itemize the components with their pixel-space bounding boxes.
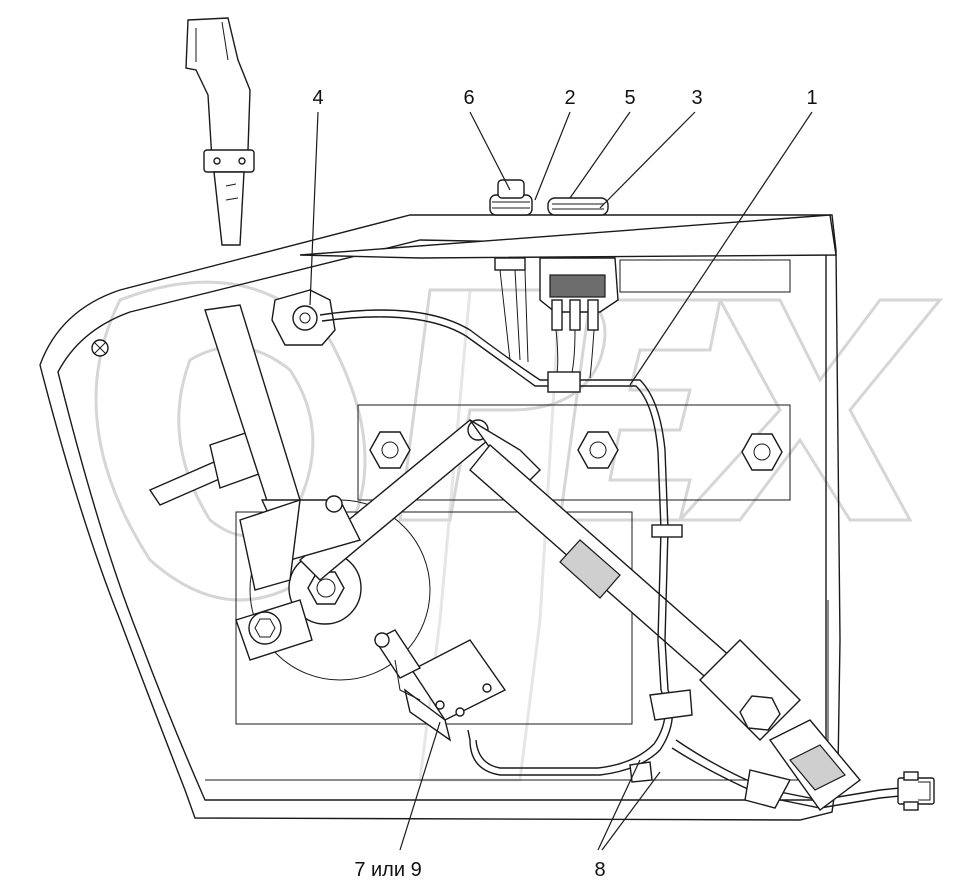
rotary-mechanism [148,304,741,692]
callout-3: 3 [691,87,702,109]
micro-switch [373,629,507,742]
callout-labels: 1 2 3 4 5 6 7 или 9 8 [312,87,817,881]
mounting-plates [235,404,791,725]
top-switches [489,179,619,331]
nut-left [369,431,411,469]
callout-2: 2 [564,87,575,109]
hand-lever [185,17,255,246]
callout-1: 1 [806,87,817,109]
nut-middle [577,431,619,469]
leader-lines [309,111,813,851]
callout-7-or-9: 7 или 9 [354,859,421,881]
end-connector [897,771,935,811]
callout-5: 5 [624,87,635,109]
housing-plate [39,214,841,821]
callout-6: 6 [463,87,474,109]
wire-harness [319,269,901,809]
callout-4: 4 [312,87,323,109]
callout-8: 8 [594,859,605,881]
nut-right [741,433,783,471]
right-fittings [699,639,935,811]
terminal-bracket [271,289,336,346]
